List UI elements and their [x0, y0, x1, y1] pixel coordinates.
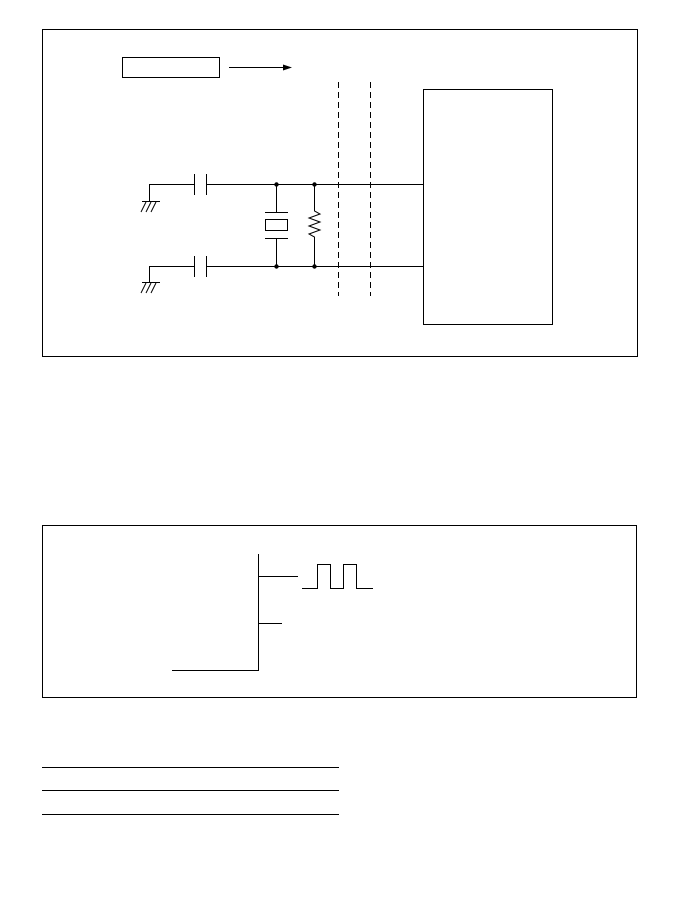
signal-arrow	[229, 64, 292, 71]
oscillator-circuit-diagram	[42, 29, 638, 357]
feedback-resistor	[307, 184, 322, 266]
figure-frame-top	[42, 29, 638, 357]
clock-waveform-diagram	[42, 525, 637, 698]
ic-block	[423, 89, 553, 325]
top-rail	[140, 174, 424, 213]
table-rules	[42, 767, 339, 815]
chip-boundary	[338, 82, 371, 296]
figure-frame-bottom	[42, 525, 637, 698]
capacitor-1	[194, 174, 207, 195]
junction-dot	[312, 264, 317, 269]
external-box	[122, 57, 220, 78]
capacitor-2	[194, 256, 207, 277]
junction-dot	[274, 264, 279, 269]
bottom-rail	[140, 256, 424, 294]
crystal-resonator	[265, 184, 288, 266]
ground-1	[140, 184, 160, 213]
ground-2	[140, 266, 160, 294]
clock-pulse-train	[302, 564, 373, 589]
